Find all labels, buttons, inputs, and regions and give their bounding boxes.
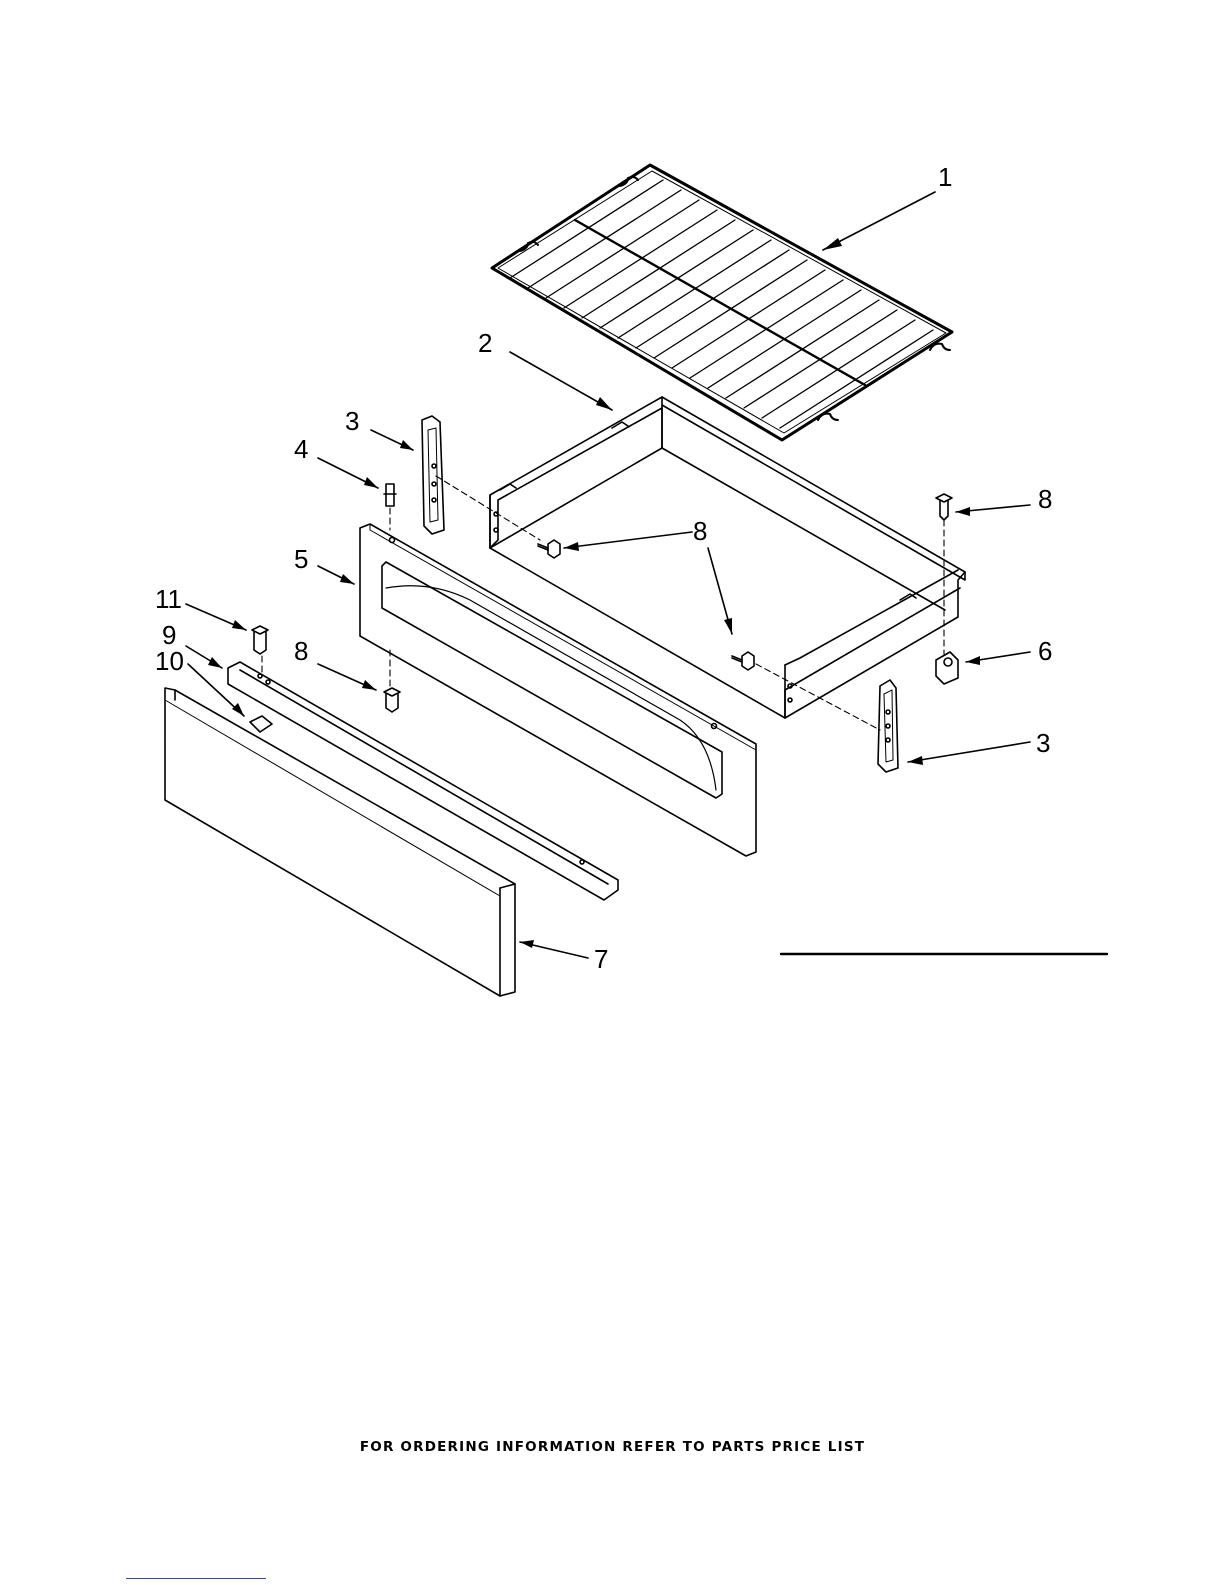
screw-top-right-part [936, 494, 952, 520]
slide-right-part [878, 680, 898, 772]
clip-part [936, 652, 958, 684]
callout-screw-top-right: 8 [1038, 484, 1052, 514]
callout-labels: 1 2 3 4 8 8 5 11 9 6 10 8 3 7 [155, 162, 1052, 974]
screw-left-part [538, 540, 560, 558]
callout-front: 7 [594, 944, 608, 974]
screw-panel-part [384, 688, 400, 712]
oven-rack-part [492, 165, 952, 440]
callout-stud: 4 [294, 434, 308, 464]
drawer-body-part [490, 397, 965, 718]
leader-lines [186, 192, 1030, 958]
ordering-info-note: FOR ORDERING INFORMATION REFER TO PARTS … [0, 1439, 1225, 1455]
callout-panel: 5 [294, 544, 308, 574]
screw-trim-part [252, 626, 268, 654]
bottom-link-underline[interactable] [126, 1578, 266, 1579]
callout-bumper: 10 [155, 646, 184, 676]
callout-slide-left: 3 [345, 406, 359, 436]
bumper-part [250, 716, 272, 732]
assembly-lines [262, 476, 944, 730]
door-panel-part [360, 524, 756, 856]
callout-screw-trim: 11 [155, 584, 182, 614]
callout-drawer: 2 [478, 328, 492, 358]
callout-screw-left: 8 [693, 516, 707, 546]
slide-left-part [422, 416, 444, 534]
callout-screw-panel: 8 [294, 636, 308, 666]
trim-part [228, 662, 618, 900]
callout-clip: 6 [1038, 636, 1052, 666]
screw-lower-part [732, 652, 754, 670]
leader-arrowheads [208, 238, 980, 948]
callout-slide-right: 3 [1036, 728, 1050, 758]
drawer-front-part [165, 688, 515, 996]
stud-part [384, 484, 396, 506]
callout-rack: 1 [938, 162, 952, 192]
